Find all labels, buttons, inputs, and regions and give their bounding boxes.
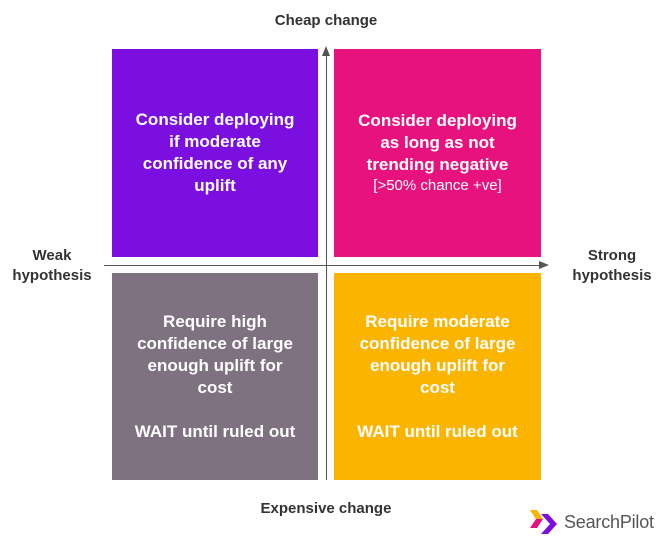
quadrant-cheap-strong: Consider deploying as long as not trendi… (334, 49, 541, 257)
quadrant-text: Require high confidence of large enough … (137, 311, 293, 399)
quadrant-text-line: cost (197, 377, 233, 397)
quadrant-text-line: enough uplift for (147, 355, 283, 375)
arrow-right-icon (539, 261, 549, 269)
quadrant-text: Require moderate confidence of large eno… (360, 311, 516, 399)
quadrant-subtext: [>50% chance +ve] (373, 177, 502, 194)
axis-label-weak-hypothesis: Weak hypothesis (0, 246, 104, 286)
quadrant-text-line: Require high (163, 311, 267, 331)
quadrant-text-line: cost (420, 377, 455, 397)
axis-label-line: Strong (587, 247, 637, 264)
vertical-axis-line (326, 56, 327, 480)
arrow-up-icon (322, 46, 330, 56)
axis-label-line: Weak (32, 247, 72, 264)
quadrant-text-line: trending negative (366, 155, 509, 174)
brand-logo: SearchPilot (528, 508, 654, 536)
quadrant-action: WAIT until ruled out (134, 421, 296, 441)
logo-chevron-purple (541, 514, 557, 534)
quadrant-text-line: confidence of large (359, 333, 516, 353)
quadrant-text: Consider deploying if moderate confidenc… (136, 109, 295, 197)
searchpilot-logo-icon (530, 510, 557, 534)
quadrant-text-line: confidence of any (142, 154, 288, 173)
quadrant-text: Consider deploying as long as not trendi… (358, 110, 517, 176)
quadrant-text-line: if moderate (169, 132, 261, 151)
quadrant-text-line: Require moderate (365, 311, 510, 331)
axis-label-strong-hypothesis: Strong hypothesis (556, 246, 668, 286)
axis-label-line: hypothesis (572, 267, 652, 284)
axis-label-line: hypothesis (12, 267, 92, 284)
quadrant-text-line: enough uplift for (369, 355, 506, 375)
quadrant-action: WAIT until ruled out (357, 421, 518, 441)
horizontal-axis-line (104, 265, 540, 266)
logo-chevron-magenta (530, 519, 543, 528)
quadrant-text-line: Consider deploying (135, 110, 295, 129)
brand-name: SearchPilot (564, 511, 654, 532)
quadrant-text-line: confidence of large (137, 333, 293, 353)
quadrant-text-line: uplift (194, 176, 236, 195)
quadrant-text-line: as long as not (380, 133, 495, 152)
axis-label-expensive-change: Expensive change (260, 500, 392, 517)
quadrant-expensive-strong: Require moderate confidence of large eno… (334, 273, 541, 480)
axis-label-cheap-change: Cheap change (274, 12, 378, 29)
quadrant-text-line: Consider deploying (358, 111, 517, 130)
logo-chevron-yellow (530, 510, 543, 519)
quadrant-expensive-weak: Require high confidence of large enough … (112, 273, 318, 480)
quadrant-cheap-weak: Consider deploying if moderate confidenc… (112, 49, 318, 257)
